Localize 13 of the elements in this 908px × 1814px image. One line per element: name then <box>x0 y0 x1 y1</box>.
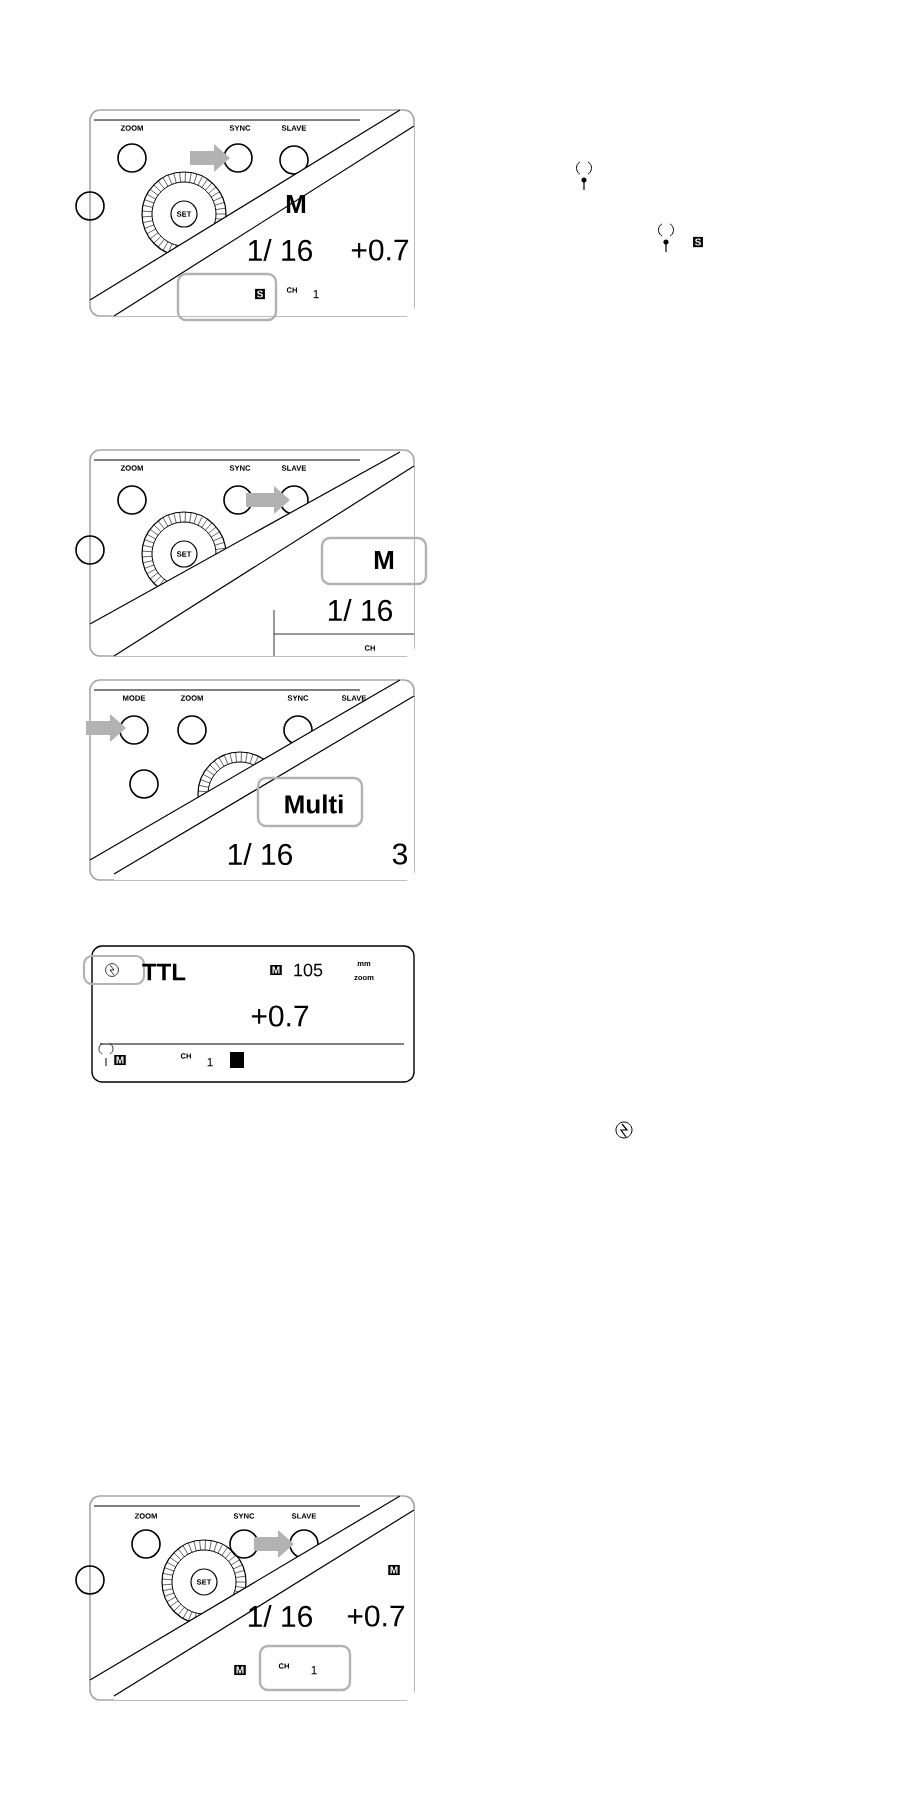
display-digits: +0.7 <box>251 1005 309 1027</box>
mode-label: Multi <box>285 794 343 814</box>
display-digits: 105 <box>294 963 323 977</box>
display-digits: 1/ 16 <box>328 599 392 621</box>
mode-label: TTL <box>142 963 186 981</box>
display-digits: 1/ 16 <box>248 239 312 261</box>
display-digits: 1/ 16 <box>248 1605 312 1627</box>
display-digits: +0.7 <box>351 239 409 261</box>
display-digits: 3 <box>392 843 407 865</box>
mode-label: M <box>374 551 394 569</box>
display-digits: 1/ 16 <box>228 843 292 865</box>
mode-label: M <box>286 195 306 213</box>
display-digits: +0.7 <box>347 1605 405 1627</box>
